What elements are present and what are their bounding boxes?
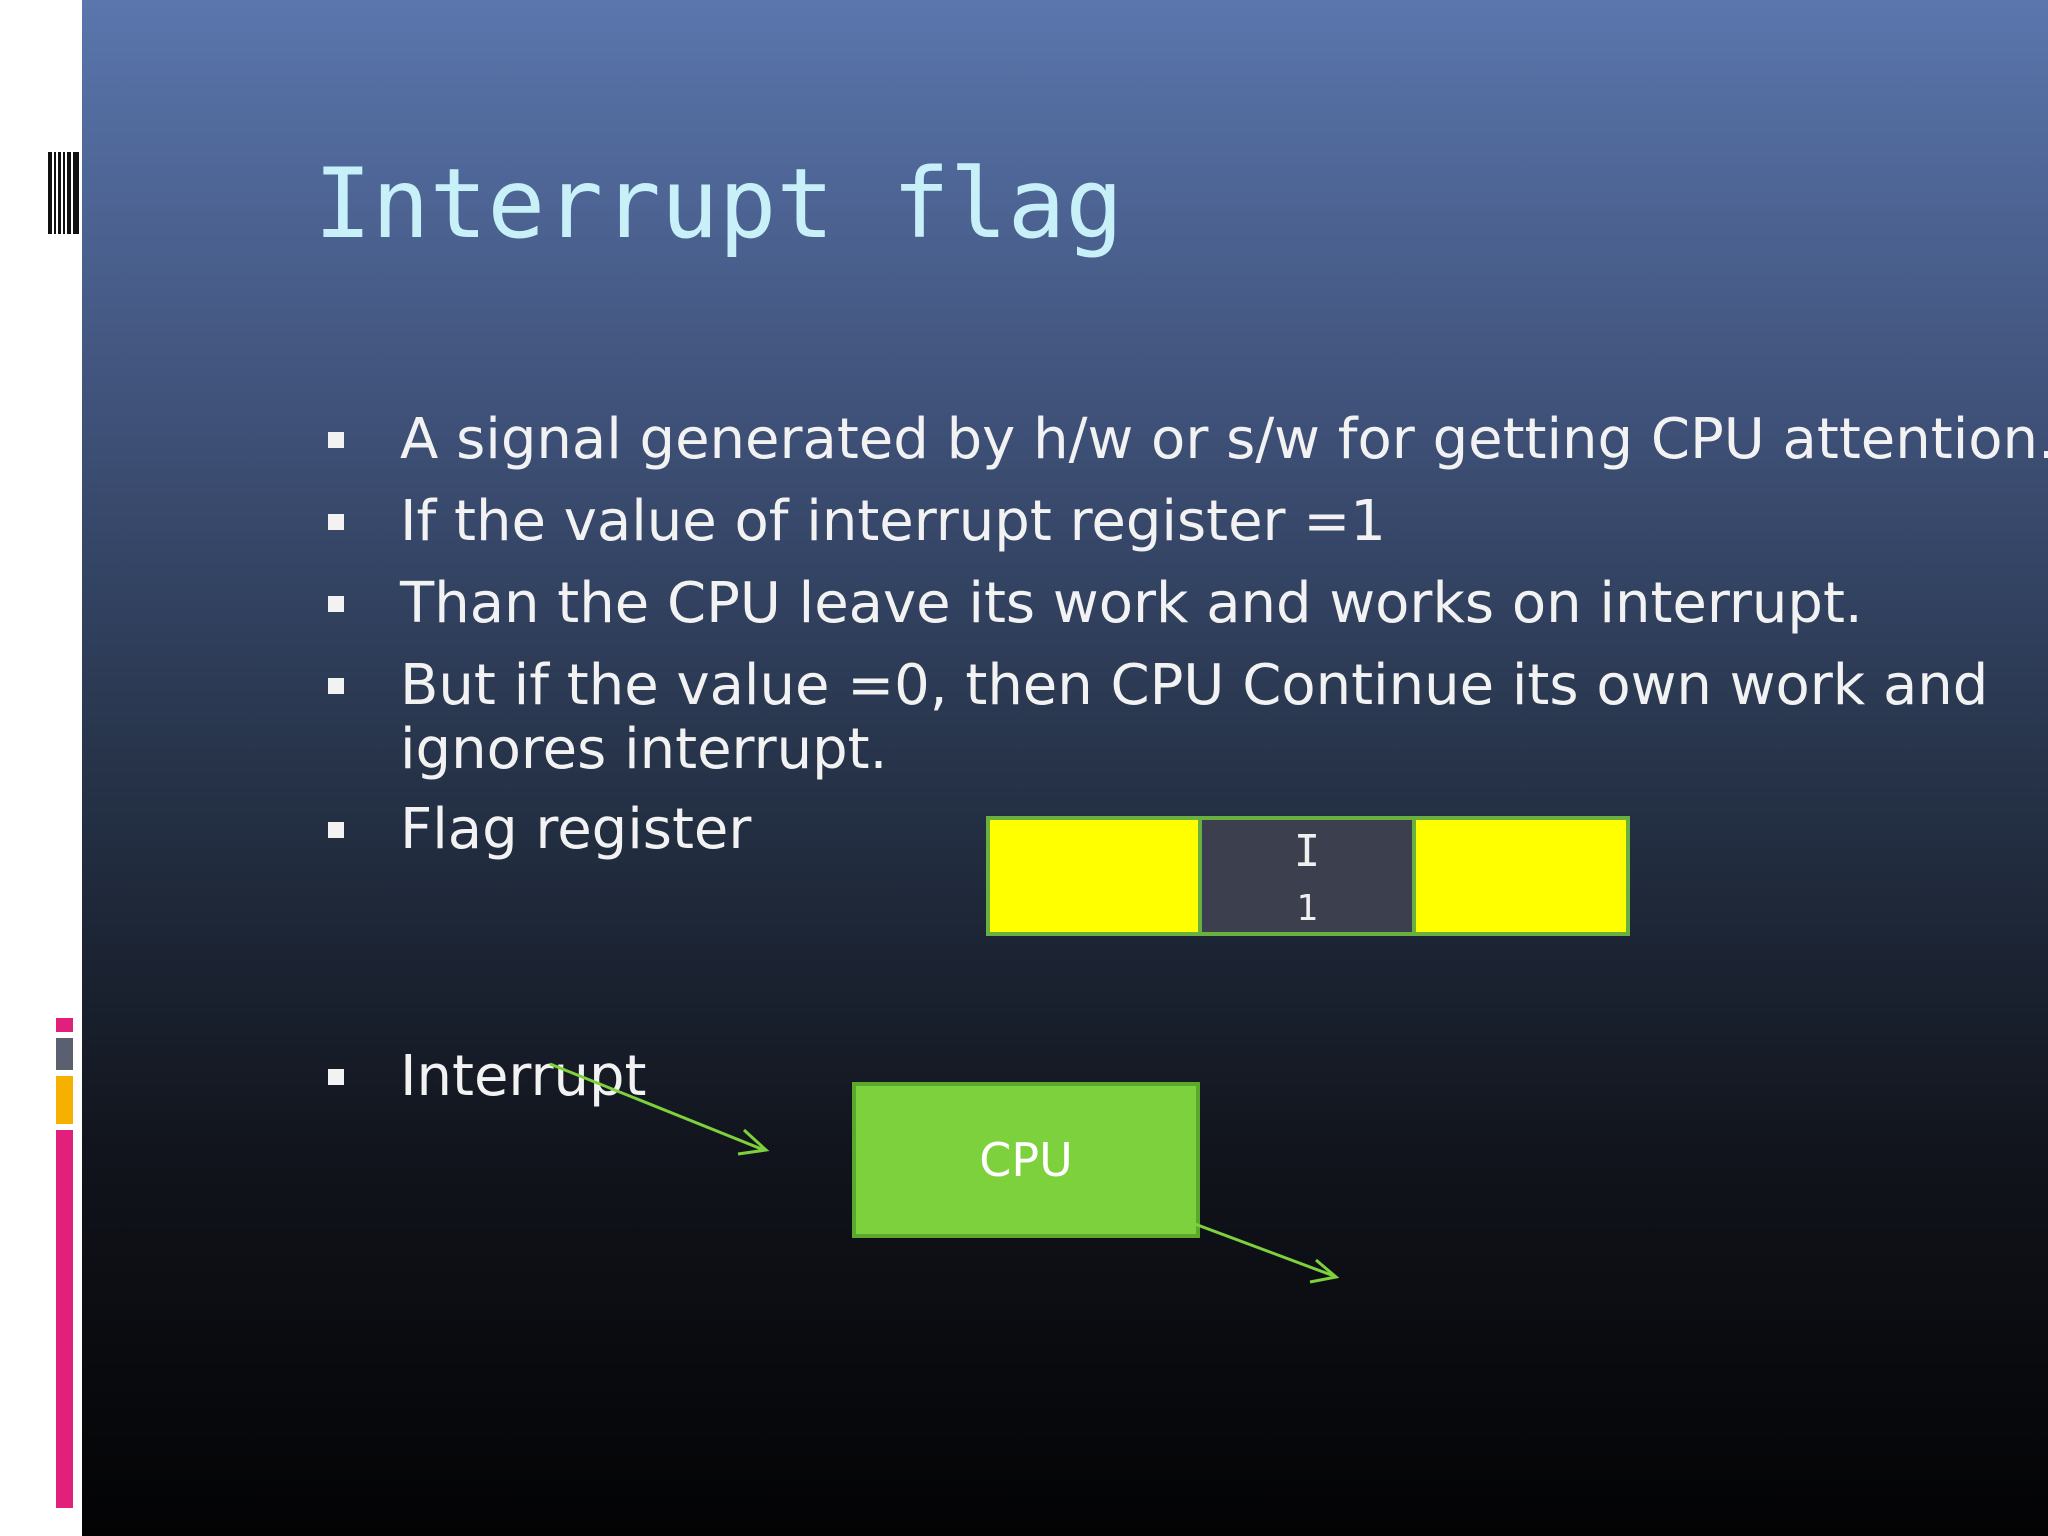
interrupt-flag-label: I (1293, 826, 1321, 877)
accent-bar-orange (56, 1076, 73, 1124)
accent-bar-magenta-long (56, 1130, 73, 1508)
bullet-text: A signal generated by h/w or s/w for get… (400, 407, 2048, 472)
barcode-decoration (48, 152, 52, 234)
square-bullet-icon (328, 822, 344, 838)
barcode-decoration (67, 152, 71, 234)
bullet-text: Interrupt (400, 1044, 647, 1109)
flag-register-cell-left (986, 816, 1202, 936)
square-bullet-icon (328, 514, 344, 530)
slide-left-strip (0, 0, 82, 1536)
accent-bar-magenta (56, 1018, 73, 1032)
slide: Interrupt flag A signal generated by h/w… (82, 0, 2048, 1536)
barcode-decoration (73, 152, 79, 234)
cpu-box: CPU (852, 1082, 1200, 1238)
square-bullet-icon (328, 1069, 344, 1085)
bullet-text: Flag register (400, 797, 752, 862)
accent-bar-gray (56, 1038, 73, 1070)
bullet-text: But if the value =0, then CPU Continue i… (400, 653, 1989, 782)
barcode-decoration (54, 152, 56, 234)
barcode-decoration (58, 152, 61, 234)
square-bullet-icon (328, 432, 344, 448)
flag-register-cell-right (1412, 816, 1630, 936)
cpu-label: CPU (979, 1133, 1073, 1187)
barcode-decoration (63, 152, 65, 234)
bullet-text: If the value of interrupt register =1 (400, 489, 1386, 554)
square-bullet-icon (328, 596, 344, 612)
interrupt-flag-value: 1 (1296, 888, 1318, 929)
bullet-text: Than the CPU leave its work and works on… (400, 571, 1863, 636)
flag-register-cell-interrupt: I 1 (1198, 816, 1416, 936)
square-bullet-icon (328, 678, 344, 694)
slide-title: Interrupt flag (314, 148, 1124, 260)
